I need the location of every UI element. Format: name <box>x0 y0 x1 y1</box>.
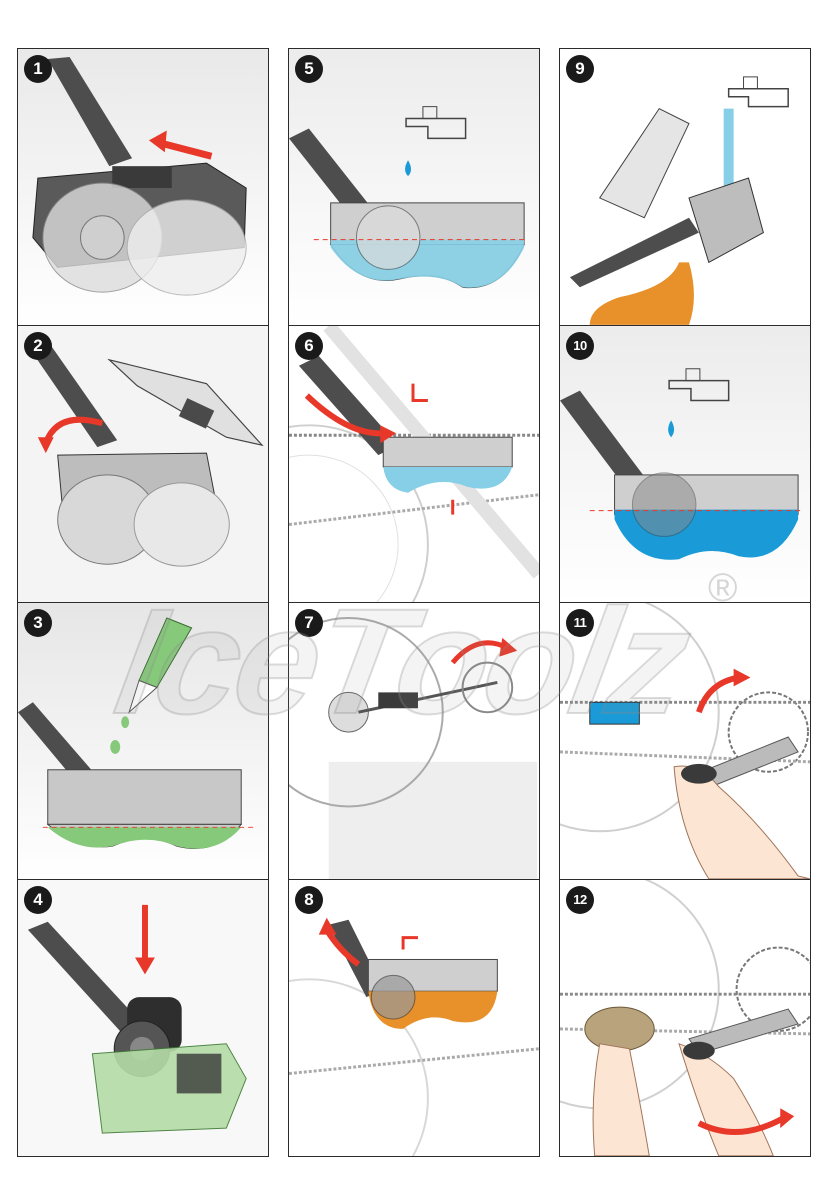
add-clean-water-illustration <box>560 326 810 602</box>
step-10-panel: 10 <box>559 325 811 603</box>
step-10-badge: 10 <box>566 332 594 360</box>
step-4-badge: 4 <box>24 886 52 914</box>
remove-tool-illustration <box>289 880 539 1156</box>
step-11-badge: 11 <box>566 609 594 637</box>
registered-trademark-symbol: ® <box>708 566 738 610</box>
cleaner-handle-slide-illustration <box>18 49 268 325</box>
step-1-badge: 1 <box>24 55 52 83</box>
step-6-badge: 6 <box>295 332 323 360</box>
step-1-panel: 1 <box>17 48 269 326</box>
step-7-panel: 7 <box>288 602 540 880</box>
add-water-illustration <box>289 49 539 325</box>
pedal-backwards-illustration <box>289 603 539 879</box>
step-8-badge: 8 <box>295 886 323 914</box>
insert-brush-illustration <box>18 880 268 1156</box>
step-2-badge: 2 <box>24 332 52 360</box>
step-12-panel: 12 <box>559 879 811 1157</box>
step-5-badge: 5 <box>295 55 323 83</box>
step-8-panel: 8 <box>288 879 540 1157</box>
attach-to-chain-illustration <box>289 326 539 602</box>
step-9-badge: 9 <box>566 55 594 83</box>
step-9-panel: 9 <box>559 48 811 326</box>
step-12-badge: 12 <box>566 886 594 914</box>
step-3-badge: 3 <box>24 609 52 637</box>
step-6-panel: 6 <box>288 325 540 603</box>
step-5-panel: 5 <box>288 48 540 326</box>
step-11-panel: 11 <box>559 602 811 880</box>
step-2-panel: 2 <box>17 325 269 603</box>
pedal-with-clean-water-illustration <box>560 603 810 879</box>
step-4-panel: 4 <box>17 879 269 1157</box>
step-3-panel: 3 <box>17 602 269 880</box>
wipe-chain-dry-illustration <box>560 880 810 1156</box>
rinse-and-drain-illustration <box>560 49 810 325</box>
step-7-badge: 7 <box>295 609 323 637</box>
add-degreaser-illustration <box>18 603 268 879</box>
open-lid-illustration <box>18 326 268 602</box>
